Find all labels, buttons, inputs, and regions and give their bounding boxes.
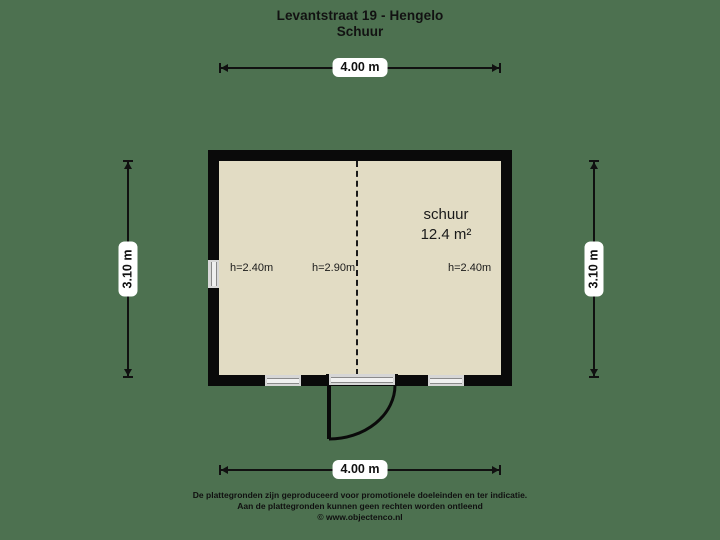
dimension-left-cap-top bbox=[123, 160, 133, 162]
dimension-right-arrow-bottom bbox=[590, 369, 598, 376]
dimension-top-cap-left bbox=[219, 63, 221, 73]
dimension-bottom-arrow-left bbox=[221, 466, 228, 474]
height-note-middle: h=2.90m bbox=[312, 262, 356, 274]
dimension-right-arrow-top bbox=[590, 162, 598, 169]
dimension-bottom-label: 4.00 m bbox=[332, 460, 388, 479]
dimension-right-label: 3.10 m bbox=[584, 241, 604, 297]
floorplan-shape: schuur 12.4 m² h=2.40m h=2.90m h=2.40m bbox=[208, 150, 512, 441]
room-name: schuur bbox=[423, 206, 469, 223]
room-area: 12.4 m² bbox=[420, 226, 472, 243]
door-swing-arc bbox=[327, 385, 397, 441]
dimension-top-arrow-right bbox=[492, 64, 499, 72]
dimension-left-cap-bottom bbox=[123, 376, 133, 378]
dimension-bottom: 4.00 m bbox=[219, 460, 501, 479]
dimension-right-cap-top bbox=[589, 160, 599, 162]
dimension-bottom-arrow-right bbox=[492, 466, 499, 474]
dimension-right: 3.10 m bbox=[584, 160, 604, 378]
dimension-left-label: 3.10 m bbox=[118, 241, 138, 297]
dimension-left-arrow-top bbox=[124, 162, 132, 169]
window-bottom-right bbox=[426, 375, 466, 386]
footer-line-3: © www.objectenco.nl bbox=[317, 512, 403, 522]
page-title-subject: Schuur bbox=[336, 24, 384, 39]
door-frame bbox=[326, 374, 398, 385]
dimension-right-cap-bottom bbox=[589, 376, 599, 378]
partition-dashed-line bbox=[356, 161, 358, 375]
footer-line-1: De plattegronden zijn geproduceerd voor … bbox=[192, 490, 528, 500]
dimension-top-cap-right bbox=[499, 63, 501, 73]
height-note-left: h=2.40m bbox=[230, 262, 274, 274]
dimension-bottom-cap-left bbox=[219, 465, 221, 475]
footer-disclaimer: De plattegronden zijn geproduceerd voor … bbox=[0, 490, 720, 523]
floor-area bbox=[219, 161, 501, 375]
page-title-address: Levantstraat 19 - Hengelo bbox=[276, 8, 444, 23]
dimension-top: 4.00 m bbox=[219, 58, 501, 77]
room-label: schuur 12.4 m² bbox=[386, 205, 506, 245]
window-left-wall bbox=[208, 258, 219, 290]
dimension-bottom-cap-right bbox=[499, 465, 501, 475]
dimension-left: 3.10 m bbox=[118, 160, 138, 378]
entry-door bbox=[326, 374, 398, 444]
height-note-right: h=2.40m bbox=[448, 262, 492, 274]
window-bottom-left bbox=[263, 375, 303, 386]
dimension-top-arrow-left bbox=[221, 64, 228, 72]
footer-line-2: Aan de plattegronden kunnen geen rechten… bbox=[237, 501, 483, 511]
dimension-top-label: 4.00 m bbox=[332, 58, 388, 77]
title-block: Levantstraat 19 - Hengelo Schuur bbox=[0, 8, 720, 40]
dimension-left-arrow-bottom bbox=[124, 369, 132, 376]
